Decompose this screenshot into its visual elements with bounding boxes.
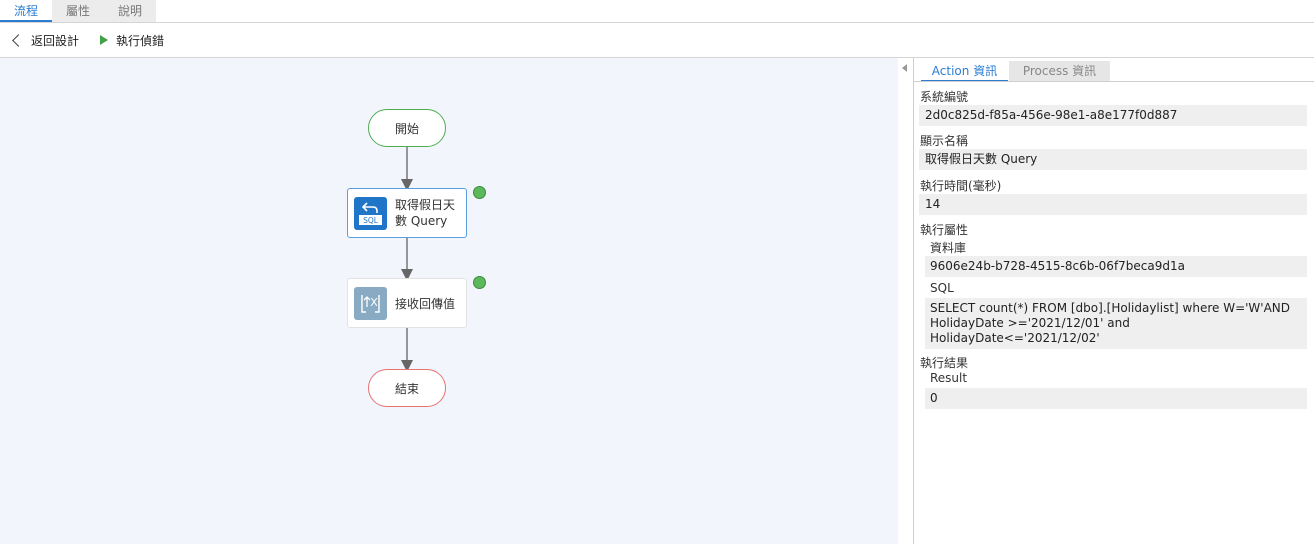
result-value: 0 — [925, 388, 1307, 409]
panel-splitter[interactable] — [898, 58, 913, 544]
info-panel: Action 資訊 Process 資訊 系統編號 2d0c825d-f85a-… — [913, 58, 1314, 544]
tab-action-info[interactable]: Action 資訊 — [921, 61, 1008, 82]
top-tab-bar: 流程 屬性 說明 — [0, 0, 1314, 22]
end-node[interactable]: 結束 — [368, 369, 446, 407]
chevron-left-icon — [12, 33, 25, 47]
start-node[interactable]: 開始 — [368, 109, 446, 147]
recv-icon-text: X — [370, 296, 378, 309]
exec-time-label: 執行時間(毫秒) — [920, 179, 1002, 193]
sql-query-icon: SQL — [354, 197, 387, 230]
sql-node-label: 取得假日天 數 Query — [395, 197, 465, 229]
tab-flow[interactable]: 流程 — [0, 0, 52, 22]
display-name-value: 取得假日天數 Query — [919, 149, 1307, 170]
sql-value: SELECT count(*) FROM [dbo].[Holidaylist]… — [925, 298, 1307, 349]
variable-assign-icon: X — [354, 287, 387, 320]
back-to-design-button[interactable]: 返回設計 — [10, 23, 79, 57]
sql-node-status-dot — [473, 186, 486, 199]
toolbar: 返回設計 執行偵錯 — [0, 23, 1314, 58]
tab-help[interactable]: 說明 — [117, 4, 142, 18]
sql-query-node[interactable]: SQL 取得假日天 數 Query — [347, 188, 467, 238]
exec-time-value: 14 — [919, 194, 1307, 215]
panel-tab-divider — [914, 81, 1314, 82]
sql-value-line1: SELECT count(*) FROM [dbo].[Holidaylist]… — [930, 301, 1291, 315]
display-name-label: 顯示名稱 — [920, 134, 969, 148]
exec-props-label: 執行屬性 — [920, 223, 969, 237]
database-value: 9606e24b-b728-4515-8c6b-06f7beca9d1a — [925, 256, 1307, 277]
collapse-arrow-icon[interactable] — [902, 64, 907, 72]
sql-icon-text: SQL — [363, 216, 379, 225]
tab-divider — [0, 22, 1314, 23]
system-id-value: 2d0c825d-f85a-456e-98e1-a8e177f0d887 — [919, 105, 1307, 126]
sql-node-label-line1: 取得假日天 — [395, 198, 456, 212]
run-debug-button[interactable]: 執行偵錯 — [100, 23, 164, 57]
recv-node-status-dot — [473, 276, 486, 289]
tab-properties[interactable]: 屬性 — [65, 4, 90, 18]
sql-node-label-line2: 數 Query — [395, 214, 448, 228]
receive-return-node[interactable]: X 接收回傳值 — [347, 278, 467, 328]
exec-result-label: 執行結果 — [920, 356, 969, 370]
back-to-design-label: 返回設計 — [31, 33, 80, 48]
system-id-label: 系統編號 — [920, 90, 969, 104]
start-node-label: 開始 — [394, 121, 419, 136]
run-debug-label: 執行偵錯 — [116, 33, 165, 48]
sql-value-line3: HolidayDate<='2021/12/02' — [930, 331, 1100, 345]
sql-value-line2: HolidayDate >='2021/12/01' and — [930, 316, 1130, 330]
flow-canvas[interactable]: 開始 SQL 取得假日天 數 Query X 接收回傳值 結束 — [0, 58, 898, 544]
tab-process-info[interactable]: Process 資訊 — [1009, 61, 1110, 82]
sql-label: SQL — [930, 281, 954, 295]
result-label: Result — [930, 371, 968, 385]
flow-connectors — [401, 147, 413, 372]
play-icon — [100, 35, 108, 45]
end-node-label: 結束 — [394, 381, 419, 396]
recv-node-label: 接收回傳值 — [395, 297, 456, 311]
database-label: 資料庫 — [930, 241, 967, 255]
